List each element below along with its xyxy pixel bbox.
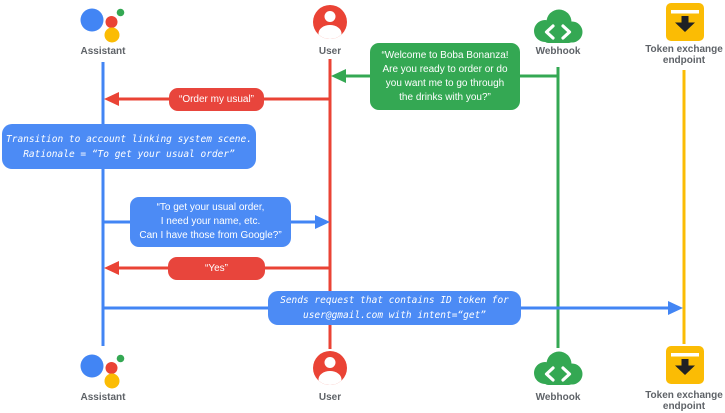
code-brackets-icon bbox=[544, 366, 572, 382]
user-icon bbox=[313, 5, 347, 39]
transition-note-box: Transition to account linking system sce… bbox=[2, 124, 256, 169]
note-line: user@gmail.com with intent=“get” bbox=[302, 310, 487, 321]
assistant-label-bottom: Assistant bbox=[80, 392, 126, 403]
token-exchange-icon bbox=[666, 346, 704, 384]
bubble-line: Are you ready to order or do bbox=[382, 63, 508, 75]
assistant-label-top: Assistant bbox=[80, 46, 126, 57]
assistant-actor-top bbox=[78, 0, 128, 49]
webhook-label-top: Webhook bbox=[535, 46, 581, 57]
token-label-line1: Token exchange bbox=[645, 44, 723, 55]
ask-google-info-bubble: “To get your usual order, I need your na… bbox=[130, 197, 291, 247]
sends-request-note-box: Sends request that contains ID token for… bbox=[268, 291, 521, 325]
user-icon bbox=[313, 351, 347, 385]
bubble-line: I need your name, etc. bbox=[160, 216, 261, 227]
bubble-line: the drinks with you?” bbox=[399, 91, 491, 103]
note-line: Rationale = “To get your usual order” bbox=[23, 148, 235, 160]
download-arrow-icon bbox=[675, 16, 695, 32]
user-actor-top bbox=[313, 5, 347, 44]
token-exchange-icon bbox=[666, 3, 704, 41]
token-endpoint-label-top: Token exchange endpoint bbox=[629, 44, 725, 66]
webhook-actor-top bbox=[530, 7, 586, 50]
bubble-line: you want me to go through bbox=[385, 77, 505, 89]
arrowhead-right-icon bbox=[315, 215, 330, 229]
token-endpoint-label-bottom: Token exchange endpoint bbox=[629, 390, 725, 412]
order-my-usual-bubble: “Order my usual” bbox=[169, 88, 264, 111]
note-line: Transition to account linking system sce… bbox=[6, 133, 252, 145]
arrowhead-left-icon bbox=[104, 261, 119, 275]
token-endpoint-actor-bottom bbox=[665, 345, 705, 390]
assistant-actor-bottom bbox=[78, 346, 128, 395]
webhook-actor-bottom bbox=[530, 349, 586, 392]
arrowhead-right-icon bbox=[668, 301, 683, 315]
note-line: Sends request that contains ID token for bbox=[280, 295, 509, 306]
user-label-top: User bbox=[318, 46, 342, 57]
webhook-icon bbox=[534, 351, 583, 385]
arrowhead-left-icon bbox=[104, 92, 119, 106]
bubble-line: “To get your usual order, bbox=[156, 202, 265, 213]
welcome-message-bubble: “Welcome to Boba Bonanza! Are you ready … bbox=[370, 43, 520, 110]
download-arrow-icon bbox=[675, 359, 695, 375]
bubble-line: “Welcome to Boba Bonanza! bbox=[381, 49, 509, 61]
bubble-line: Can I have those from Google?” bbox=[139, 230, 282, 241]
webhook-label-bottom: Webhook bbox=[535, 392, 581, 403]
token-label-line1: Token exchange bbox=[645, 390, 723, 401]
user-label-bottom: User bbox=[318, 392, 342, 403]
assistant-icon bbox=[80, 8, 125, 43]
yes-bubble: “Yes” bbox=[168, 257, 265, 280]
user-actor-bottom bbox=[313, 351, 347, 390]
token-label-line2: endpoint bbox=[662, 55, 706, 66]
code-brackets-icon bbox=[544, 24, 572, 40]
token-endpoint-actor-top bbox=[665, 2, 705, 47]
webhook-icon bbox=[534, 9, 583, 43]
arrowhead-left-icon bbox=[331, 69, 346, 83]
token-label-line2: endpoint bbox=[662, 401, 706, 412]
assistant-icon bbox=[80, 354, 125, 389]
